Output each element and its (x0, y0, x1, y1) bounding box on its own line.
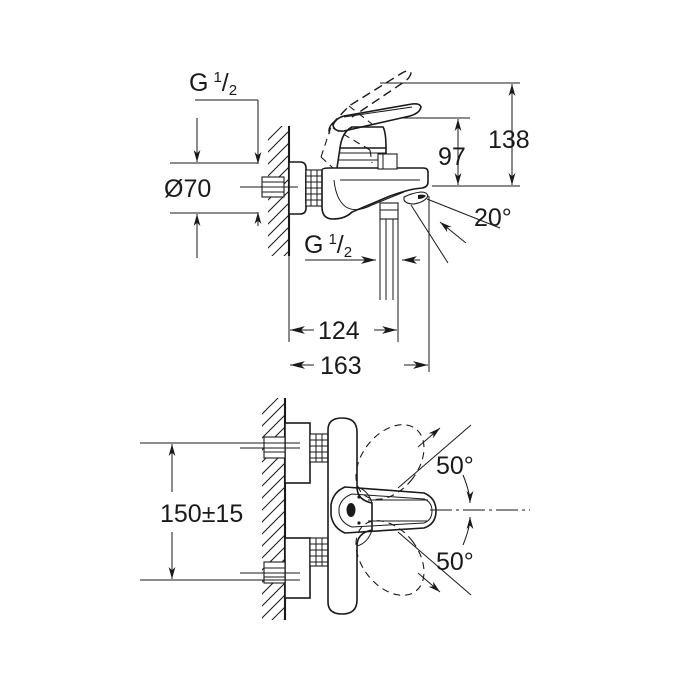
mount-height-150-label: 150±15 (160, 500, 243, 528)
dimension-depth-124: 124 (288, 219, 399, 345)
inlet-connector-side (240, 176, 298, 198)
height-138-label: 138 (488, 126, 530, 154)
depth-124-label: 124 (318, 317, 360, 345)
dimension-height-97: 97 (400, 117, 470, 185)
dimension-diameter-70: Ø70 (164, 118, 258, 258)
lever-swivel-phantom (355, 424, 425, 596)
escutcheon-lower-plan (240, 537, 329, 599)
plan-view: 150±15 50° 50° (140, 398, 530, 620)
side-view: G1/2 Ø70 138 97 (164, 69, 530, 380)
swivel-angle-upper-label: 50° (436, 452, 474, 480)
depth-163-label: 163 (320, 352, 362, 380)
dimension-depth-163: 163 (290, 196, 430, 380)
union-nut-side (305, 169, 323, 207)
escutcheon-upper-plan (240, 422, 329, 484)
dimension-swivel-angle-lower: 50° (397, 516, 474, 596)
angle-20-label: 20° (474, 204, 512, 232)
escutcheon-side (288, 161, 307, 215)
lever-handle-plan (330, 486, 437, 534)
lever-raised-phantom (328, 70, 412, 136)
dimension-height-138: 138 (380, 82, 530, 187)
dimension-angle-20: 20° (410, 198, 512, 264)
height-97-label: 97 (438, 143, 466, 171)
dimension-swivel-angle-upper: 50° (397, 424, 530, 511)
shower-outlet-side (379, 202, 399, 300)
lever-assembly-side (320, 70, 422, 170)
dimension-mount-height-150: 150±15 (140, 442, 300, 581)
cartridge-phantom (320, 105, 373, 169)
diameter-70-label: Ø70 (164, 175, 211, 203)
swivel-angle-lower-label: 50° (436, 548, 474, 576)
spout-stub-plan (356, 486, 373, 547)
mixer-body-side (321, 167, 429, 220)
